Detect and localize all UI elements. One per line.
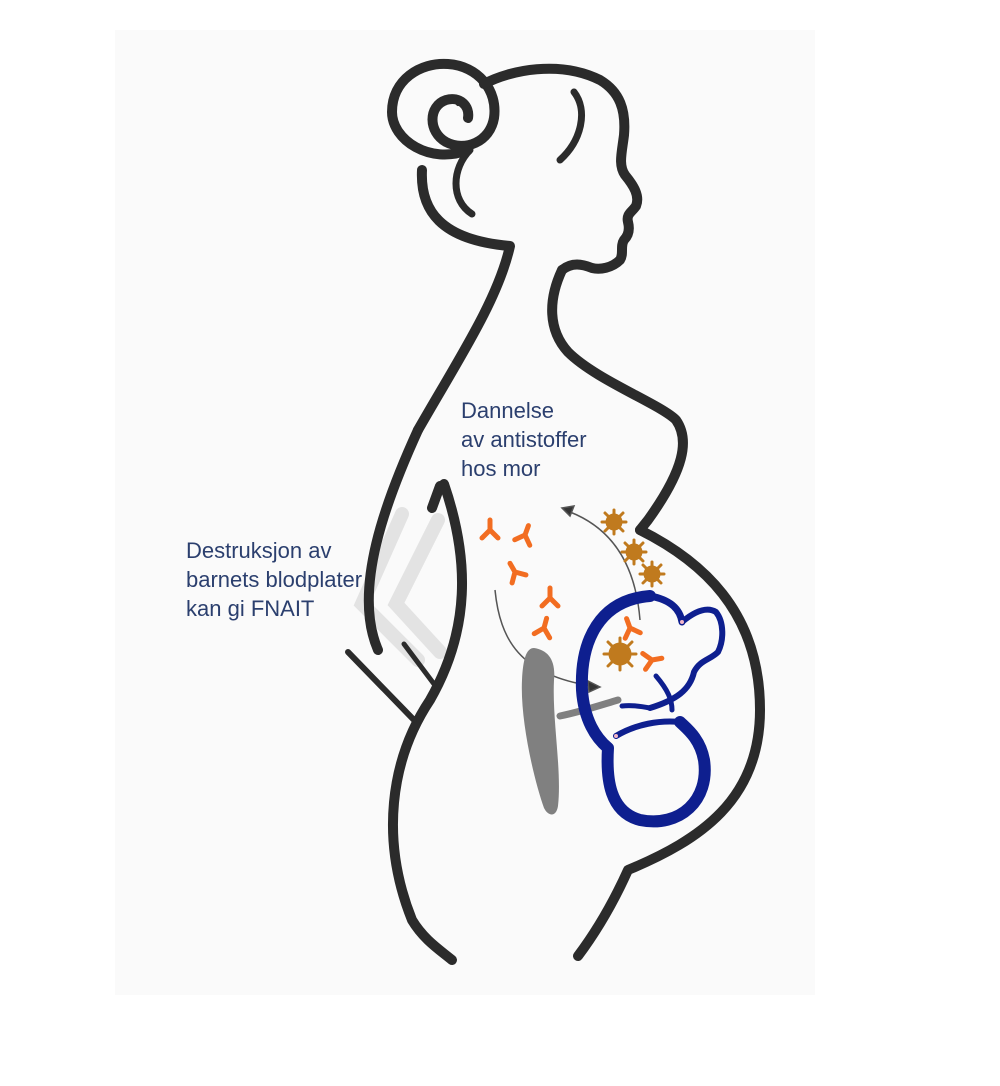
antibody-icon xyxy=(512,523,533,548)
fetal-platelets xyxy=(600,508,666,672)
fetus xyxy=(575,590,726,828)
label-line: barnets blodplater xyxy=(186,567,363,592)
label-pointer xyxy=(353,507,447,667)
antibody-icon xyxy=(640,651,665,672)
antibody-icon xyxy=(622,616,643,641)
label-line: Destruksjon av xyxy=(186,538,332,563)
label-line: hos mor xyxy=(461,456,541,481)
platelet-icon xyxy=(600,508,628,536)
antibody-icon xyxy=(531,615,553,641)
antibody-icon xyxy=(507,560,529,586)
platelet-icon xyxy=(602,636,638,672)
platelet-icon xyxy=(638,560,666,588)
antibodies xyxy=(479,517,665,672)
label-line: kan gi FNAIT xyxy=(186,596,315,621)
platelet-destruction-label: Destruksjon av barnets blodplater kan gi… xyxy=(186,536,362,623)
antibody-icon xyxy=(479,517,501,541)
pregnant-woman-silhouette xyxy=(345,58,765,965)
label-line: av antistoffer xyxy=(461,427,587,452)
arrow-antibodies-to-fetus xyxy=(494,589,602,694)
label-line: Dannelse xyxy=(461,398,554,423)
maternal-antibody-label: Dannelse av antistoffer hos mor xyxy=(461,396,587,483)
platelet-icon xyxy=(620,538,648,566)
placenta xyxy=(521,648,622,815)
antibody-icon xyxy=(539,585,561,609)
